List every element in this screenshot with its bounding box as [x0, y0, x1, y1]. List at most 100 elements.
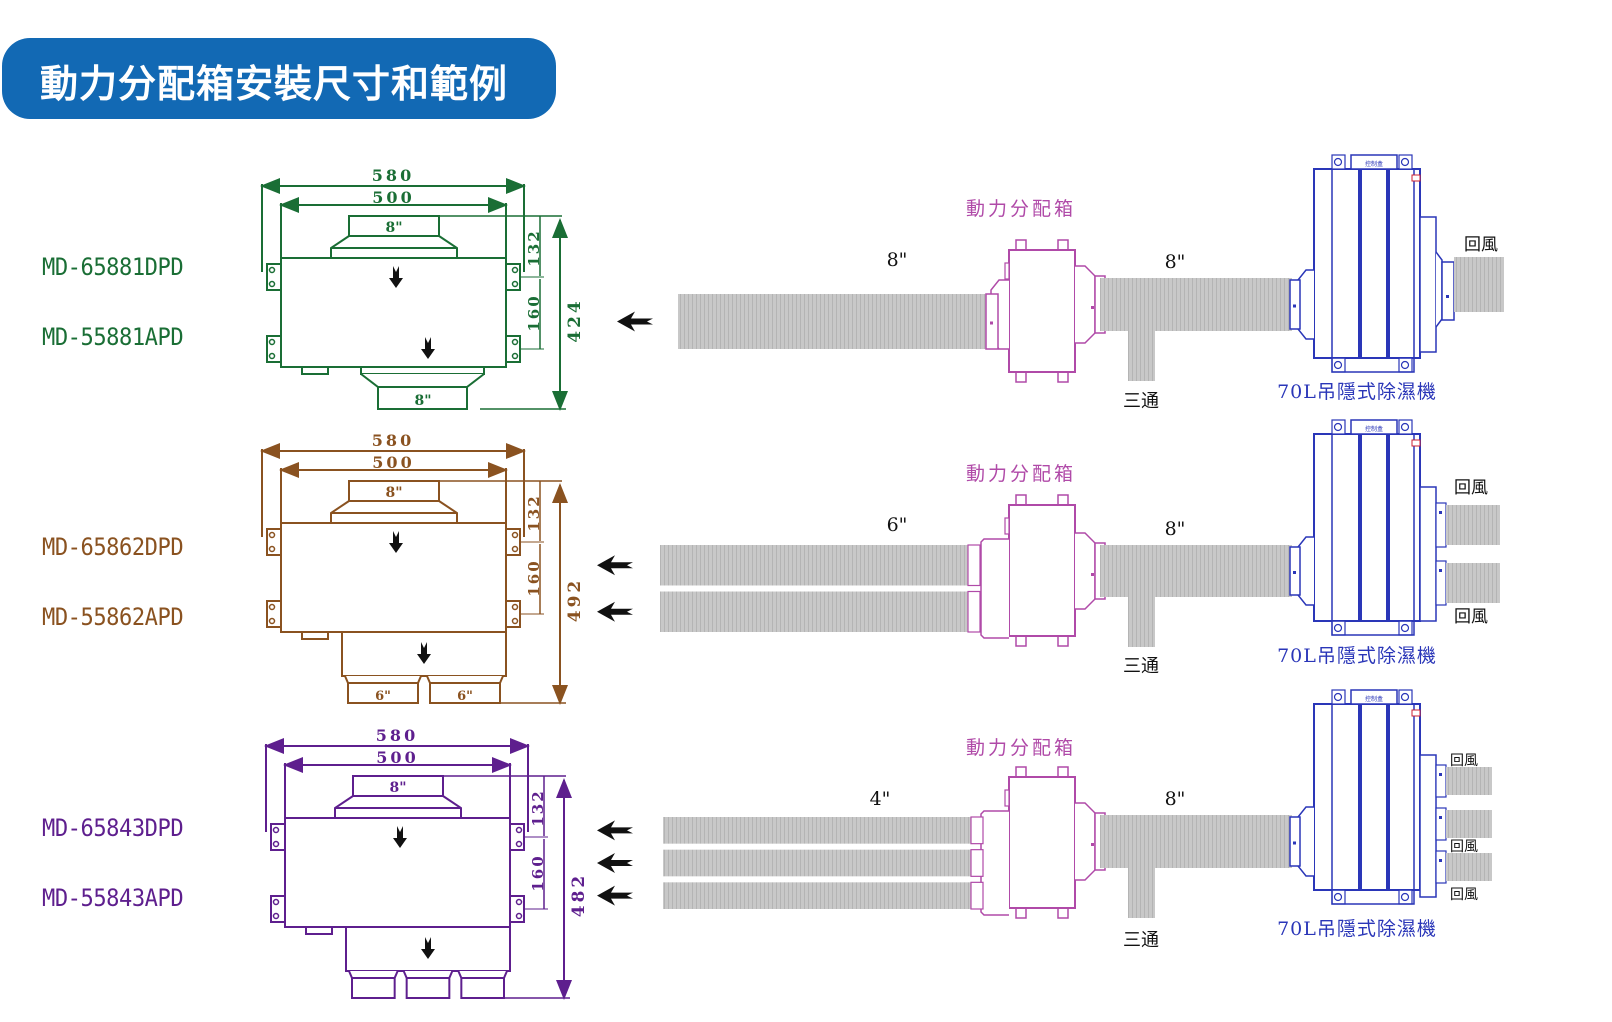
dim-total-height: 424: [565, 298, 585, 343]
dim-outer-width: 580: [372, 166, 414, 185]
flex-duct: [1446, 767, 1492, 795]
return-collar: [1435, 764, 1447, 798]
mounting-bracket: [270, 823, 285, 851]
marker-dot: [1091, 573, 1094, 576]
mount-ear: [1015, 239, 1027, 251]
tee-label: 三通: [1123, 930, 1159, 951]
bottom-rail: [1331, 357, 1415, 373]
inlet-flange: [330, 500, 458, 523]
airflow-left-arrow-icon: [597, 555, 633, 576]
bracket-hole: [272, 898, 280, 906]
dim-inner-width: 500: [372, 453, 414, 472]
model-label: MD-55843APD: [42, 884, 184, 912]
service-tab: [301, 366, 329, 375]
return-collar: [1435, 807, 1447, 841]
tee-label: 三通: [1123, 391, 1159, 412]
bracket-hole: [515, 898, 523, 906]
control-box-label: 控制盒: [1365, 695, 1383, 703]
marker-dot: [1091, 843, 1094, 846]
return-collar: [1441, 261, 1455, 321]
marker-dot: [1293, 304, 1296, 308]
branch-duct-size-label: 4": [870, 788, 891, 810]
mount-plate: [1331, 689, 1346, 705]
model-label: MD-65862DPD: [42, 533, 184, 561]
box-outlet-collar: [1075, 265, 1096, 344]
inlet-collar: [348, 215, 440, 237]
mount-hole: [1400, 422, 1410, 432]
airflow-left-arrow-icon: [617, 311, 653, 332]
control-box: [1350, 154, 1398, 170]
airflow-left-arrow-icon: [597, 885, 633, 906]
mount-hole: [1400, 892, 1410, 902]
bracket-hole: [515, 840, 523, 848]
bracket-hole: [268, 338, 276, 346]
mounting-bracket: [266, 335, 281, 363]
dim-total-height: 492: [565, 578, 585, 623]
flex-duct: [663, 849, 971, 877]
box-inlet-manifold: [980, 810, 1009, 916]
control-box: [1350, 689, 1398, 705]
outlet-size-label: 6": [457, 689, 473, 704]
mount-hole: [1333, 623, 1343, 633]
main-duct-size-label: 8": [1165, 518, 1186, 540]
mount-ear: [1015, 635, 1027, 647]
dim-top-height: 132: [525, 494, 543, 531]
return-air-label: 回風: [1450, 753, 1478, 769]
drain-port: [1411, 439, 1421, 447]
bracket-hole: [268, 266, 276, 274]
flex-duct: [1128, 597, 1155, 647]
branch-duct-size-label: 6": [887, 514, 908, 536]
branch-collar: [970, 816, 984, 845]
dim-mid-height: 160: [525, 294, 543, 331]
mount-hole: [1400, 360, 1410, 370]
branch-collar: [970, 849, 984, 877]
mounting-bracket: [270, 895, 285, 923]
title-banner: [2, 38, 556, 119]
bracket-hole: [268, 352, 276, 360]
dehumidifier-label: 70L吊隱式除濕機: [1277, 645, 1437, 667]
service-tab: [305, 926, 333, 935]
outlet-flange: [360, 366, 485, 375]
inlet-size-label: 8": [385, 485, 402, 501]
dim-top-height: 132: [525, 229, 543, 266]
dim-total-height: 482: [569, 873, 589, 918]
mount-hole: [1333, 157, 1343, 167]
power-box: [1008, 776, 1076, 909]
flex-duct: [1446, 853, 1492, 881]
flex-duct: [1446, 563, 1500, 603]
model-label: MD-55862APD: [42, 603, 184, 631]
flex-duct: [1100, 278, 1292, 331]
dehumidifier-label: 70L吊隱式除濕機: [1277, 381, 1437, 403]
bracket-hole: [515, 912, 523, 920]
mount-hole: [1333, 892, 1343, 902]
control-box: [1350, 419, 1398, 435]
power-box: [1008, 249, 1076, 373]
main-duct-size-label: 8": [1165, 788, 1186, 810]
mount-ear: [1057, 635, 1069, 647]
return-collar: [1435, 251, 1443, 328]
power-box-label: 動力分配箱: [966, 198, 1076, 220]
flex-duct: [1100, 815, 1292, 868]
power-box-label: 動力分配箱: [966, 463, 1076, 485]
flex-duct: [660, 591, 970, 632]
flex-duct: [1446, 505, 1500, 545]
model-label: MD-65881DPD: [42, 253, 184, 281]
dehumidifier-body: [1313, 168, 1421, 359]
panel-divider: [1358, 169, 1362, 358]
mount-ear: [1057, 371, 1069, 383]
outlet-collar: [348, 970, 399, 999]
branch-collar: [967, 590, 981, 633]
bracket-hole: [511, 603, 519, 611]
bracket-hole: [511, 617, 519, 625]
row-1: 5805008"1321608"424動力分配箱8"三通8"控制盒回風70L吊隱…: [260, 154, 1504, 412]
mount-hole: [1400, 623, 1410, 633]
main-duct-size-label: 8": [1165, 251, 1186, 273]
mount-ear: [1015, 766, 1027, 778]
return-air-label: 回風: [1450, 887, 1478, 903]
row-2: 5805008"1321606"6"492動力分配箱8"三通6"控制盒回風回風7…: [260, 419, 1500, 705]
marker-dot: [1293, 571, 1296, 574]
dehumidifier-body: [1313, 433, 1421, 622]
inlet-size-label: 8": [385, 220, 402, 236]
flex-duct: [1128, 868, 1155, 918]
